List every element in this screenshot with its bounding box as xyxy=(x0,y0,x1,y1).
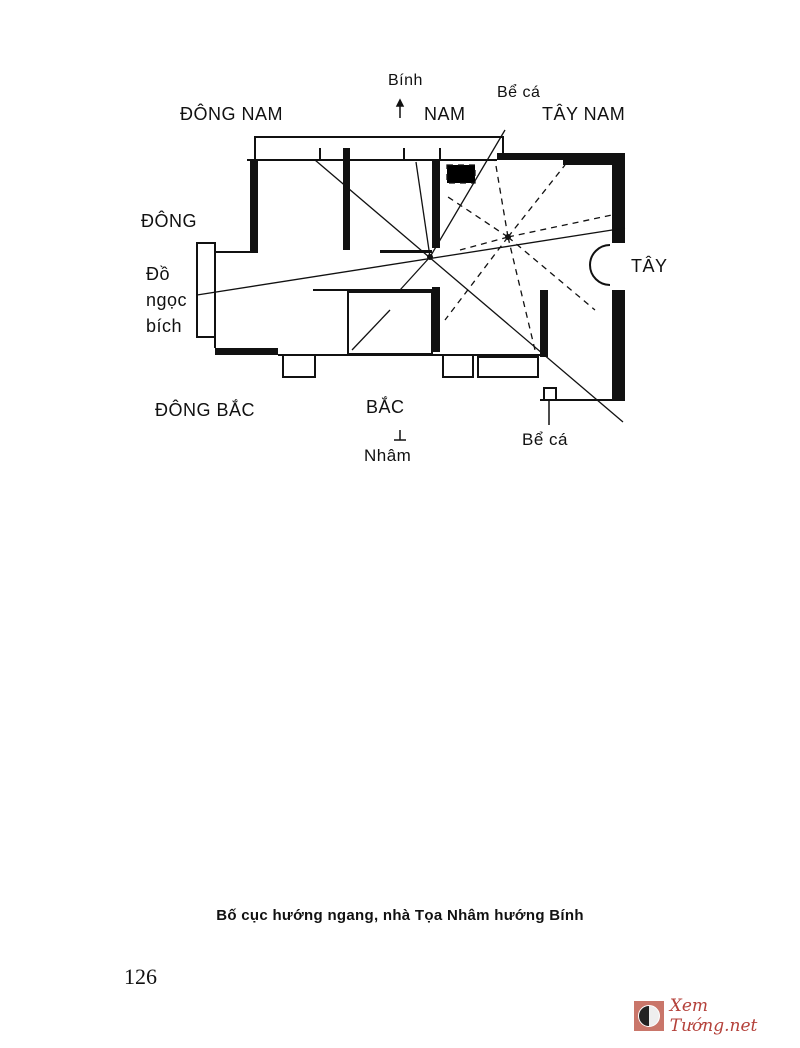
label-east: ĐÔNG xyxy=(141,211,197,231)
label-west: TÂY xyxy=(631,256,668,276)
center-point xyxy=(427,254,433,260)
label-fish-tank-bottom: Bể cá xyxy=(522,430,568,449)
label-facing-binh: Bính xyxy=(388,72,423,89)
label-south: NAM xyxy=(424,104,466,124)
label-jade-1: Đồ xyxy=(146,264,171,284)
watermark: Xem Tướng.net xyxy=(634,996,800,1036)
page-number: 126 xyxy=(124,964,157,989)
axis-lines xyxy=(196,129,626,423)
label-southeast: ĐÔNG NAM xyxy=(180,104,283,124)
thick-walls xyxy=(215,148,625,400)
label-sitting-nham: Nhâm xyxy=(364,446,412,465)
watermark-text: Xem Tướng.net xyxy=(669,996,758,1036)
label-jade-2: ngọc xyxy=(146,290,188,310)
label-southwest: TÂY NAM xyxy=(542,104,626,124)
label-fish-tank-top: Bể cá xyxy=(497,84,541,101)
dashed-lines xyxy=(444,159,613,351)
direction-arrows xyxy=(394,98,550,441)
label-northeast: ĐÔNG BẮC xyxy=(155,400,256,420)
walls xyxy=(196,136,625,401)
label-jade-3: bích xyxy=(146,316,183,336)
figure-caption: Bố cục hướng ngang, nhà Tọa Nhâm hướng B… xyxy=(216,907,584,924)
secondary-center-point xyxy=(505,234,511,240)
label-north: BẮC xyxy=(366,397,405,417)
yin-yang-icon xyxy=(634,1001,664,1031)
